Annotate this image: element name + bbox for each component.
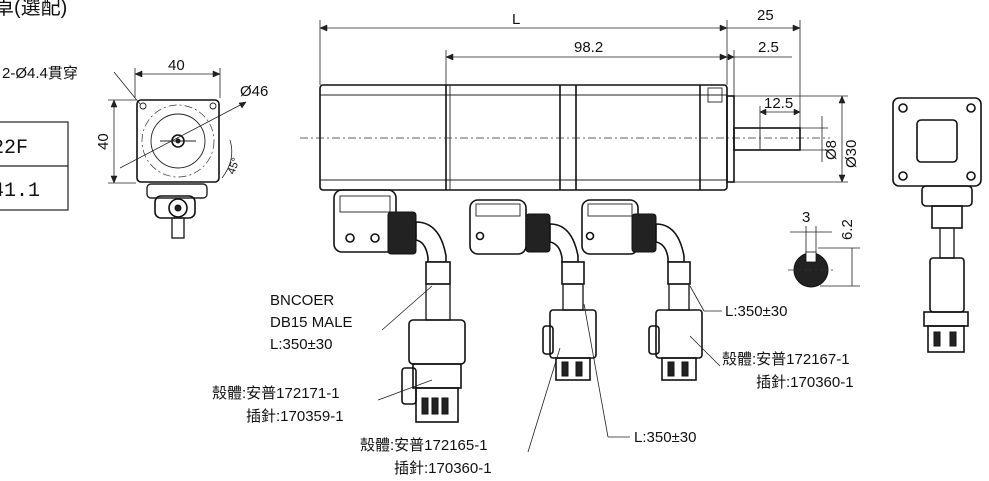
connector-encoder [333,189,451,285]
middle-pin: 插針:170360-1 [394,460,492,477]
front-width-dim: 40 [168,57,185,74]
connector-right [581,199,691,285]
middle-housing: 殼體:安普172165-1 [360,437,488,454]
key-length-dim: 12.5 [764,95,793,112]
side-view: L 25 98.2 2.5 12.5 [300,7,860,191]
shaft-total-dim: 25 [757,7,774,24]
encoder-cable-note: BNCOER DB15 MALE L:350±30 殼體:安普172171-1 … [212,285,433,425]
encoder-line-2: DB15 MALE [270,314,353,331]
table-row-1: 22F [0,137,28,160]
spec-table: 22F 41.1 [0,121,69,211]
cable-middle [542,283,597,381]
flange-dim: 2.5 [758,39,779,56]
table-row-2: 41.1 [0,180,40,203]
cable-encoder [401,283,466,423]
body-length-dim: 98.2 [574,39,603,56]
front-height-dim: 40 [95,133,112,150]
hole-callout: 2-Ø4.4貫穿 [2,65,78,82]
pilot-dia-dim: Ø30 [843,140,860,168]
right-cable-note: L:350±30 殼體:安普172167-1 插針:170360-1 [689,285,854,391]
front-angle-dim: 45° [226,156,243,176]
encoder-line-1: BNCOER [270,292,334,309]
shaft-dia-dim: Ø8 [823,140,840,160]
right-length: L:350±30 [725,303,787,320]
cable-right [648,283,703,381]
middle-length: L:350±30 [634,429,696,446]
key-depth-dim: 6.2 [839,219,856,240]
key-width-dim: 3 [802,209,810,226]
front-circle-dim: Ø46 [240,83,268,100]
right-housing: 殼體:安普172167-1 [722,351,850,368]
middle-cable-note: 殼體:安普172165-1 插針:170360-1 L:350±30 [360,303,696,477]
right-pin: 插針:170360-1 [756,374,854,391]
header-title-fragment: 卓(選配) [0,0,67,19]
encoder-housing: 殼體:安普172171-1 [212,385,340,402]
shaft-section: 3 6.2 [788,209,860,288]
encoder-line-3: L:350±30 [270,336,332,353]
length-dim: L [512,11,520,28]
connector-middle [469,199,585,285]
encoder-pin: 插針:170359-1 [246,408,344,425]
front-view: 40 40 2-Ø4.4貫穿 Ø46 45° [2,57,268,239]
rear-view [892,97,982,353]
